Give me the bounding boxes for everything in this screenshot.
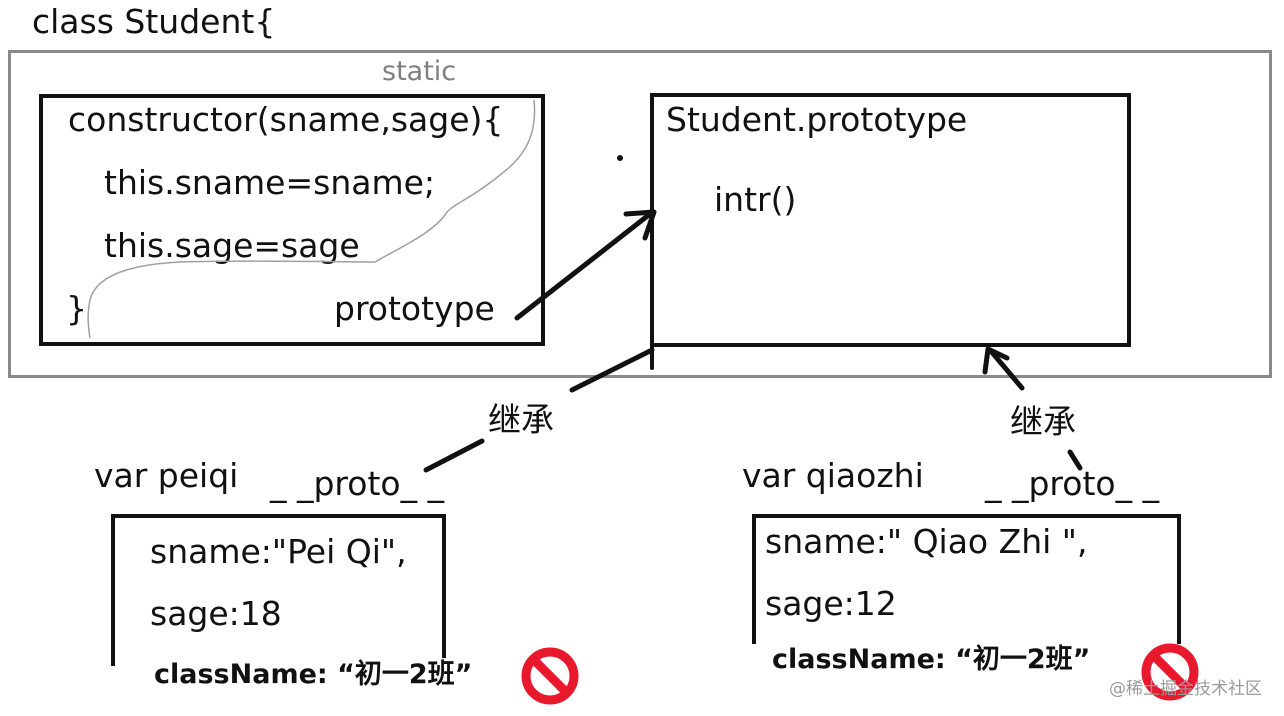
no-entry-icon xyxy=(1141,643,1199,701)
instance-classname-qiaozhi: className: “初一2班” xyxy=(772,643,1095,677)
inherit-arrow-right-head xyxy=(982,346,1010,375)
instance-sname-peiqi: sname:"Pei Qi", xyxy=(150,532,407,571)
stray-dot xyxy=(617,155,623,161)
no-entry-icon xyxy=(521,647,579,705)
instance-box-qiaozhi xyxy=(752,514,1181,644)
class-header: class Student{ xyxy=(32,2,276,41)
constructor-line-3: this.sage=sage xyxy=(104,226,360,265)
inherit-label-right: 继承 xyxy=(1010,402,1076,441)
inherit-line-left-upper xyxy=(569,347,655,393)
prototype-arrow-line xyxy=(514,211,653,321)
instance-sage-qiaozhi: sage:12 xyxy=(765,584,897,623)
constructor-line-4: } xyxy=(66,289,87,328)
instance-proto-label-peiqi: _ _proto_ _ xyxy=(270,464,445,503)
inherit-label-left: 继承 xyxy=(488,400,554,439)
prototype-method: intr() xyxy=(714,180,797,219)
inherit-arrow-right-upper xyxy=(987,347,1025,391)
prototype-arrow-head xyxy=(623,209,657,241)
instance-classname-peiqi: className: “初一2班” xyxy=(154,658,477,692)
watermark: @稀土掘金技术社区 xyxy=(1109,679,1262,699)
instance-var-label-peiqi: var peiqi xyxy=(94,456,239,495)
wavy-divider xyxy=(87,99,536,339)
inherit-line-left-lower xyxy=(423,438,485,473)
prototype-box-title: Student.prototype xyxy=(666,100,968,139)
prototype-pointer-label: prototype xyxy=(334,289,495,328)
constructor-line-1: constructor(sname,sage){ xyxy=(68,100,504,139)
instance-sname-qiaozhi: sname:" Qiao Zhi ", xyxy=(765,522,1088,561)
static-label: static xyxy=(382,56,457,87)
constructor-line-2: this.sname=sname; xyxy=(104,163,436,202)
inherit-line-right-lower xyxy=(1067,449,1083,471)
instance-box-peiqi xyxy=(111,514,446,666)
instance-sage-peiqi: sage:18 xyxy=(150,594,282,633)
instance-proto-label-qiaozhi: _ _proto_ _ xyxy=(985,464,1160,503)
static-container xyxy=(8,50,1272,378)
instance-var-label-qiaozhi: var qiaozhi xyxy=(742,456,924,495)
constructor-box xyxy=(39,94,545,346)
